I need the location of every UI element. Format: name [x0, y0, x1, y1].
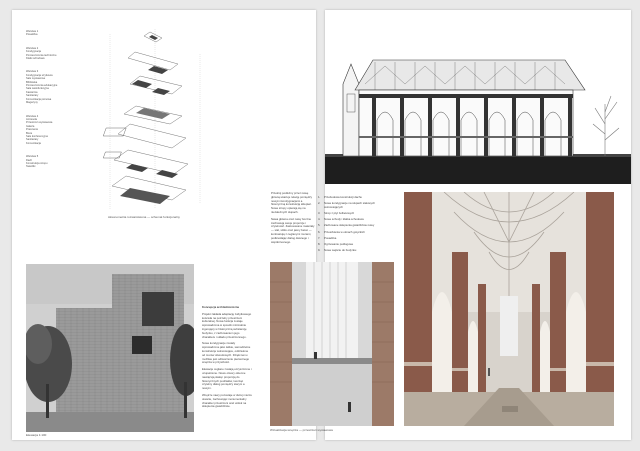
layer-label: Sanitariaty: [26, 94, 39, 98]
layer-group-4: Warstwa 4 Antresola Przestrzeń wystawowa…: [26, 115, 74, 146]
description-paragraph: Nowe kondygnacje zostały wprowadzone jak…: [202, 341, 251, 365]
list-item: 4.Nowe schody i klatka schodowa: [318, 217, 364, 222]
elevation-photo: [26, 264, 194, 432]
tower-interior-visualization: [270, 262, 394, 426]
layer-label: Pomieszczenia edukacyjne: [26, 84, 58, 88]
layer-label: Konstrukcja stropu: [26, 161, 48, 165]
axonometry-caption: Aksonometria rozwarstwiona — schemat fun…: [108, 215, 180, 219]
description-paragraph: Projekt zakłada adaptację zabytkowego ko…: [202, 311, 252, 339]
list-item: 9.Nowe wejście do budynku: [318, 248, 357, 253]
layer-label: Sala wielofunkcyjna: [26, 87, 49, 91]
description-paragraph: Wnętrze nawy pozostaje w dużej mierze ot…: [202, 392, 252, 409]
layer-label: Antresola: [26, 117, 37, 121]
layer-label: Biura: [26, 131, 33, 135]
layer-label: Sanitariaty: [26, 138, 39, 142]
layer-label: Komunikacja: [26, 141, 41, 145]
layer-label: Dach: [26, 158, 33, 162]
layer-label: Klatki schodowe: [26, 57, 45, 61]
layer-group-5: Warstwa 5 Dach Konstrukcja stropu Świetl…: [26, 155, 74, 169]
list-item: 5.Zachowane sklepienia gwiaździste nawy: [318, 223, 375, 228]
layer-label: Warstwa 5: [26, 155, 39, 159]
layer-group-3: Warstwa 3 Kondygnacja użytkowa Sale wyst…: [26, 70, 74, 104]
longitudinal-section-drawing: [325, 59, 631, 184]
layer-label: Posadzka: [26, 33, 38, 37]
layer-group-1: Warstwa 1 Posadzka: [26, 30, 74, 37]
visualization-caption: Wizualizacja wnętrza — przestrzeń wystaw…: [270, 428, 333, 432]
nave-interior-visualization: [404, 192, 614, 426]
layer-label: Pracownie: [26, 128, 39, 132]
layer-label: Kondygnacja użytkowa: [26, 73, 53, 77]
section-paragraph: Nawa główna oraz nawy boczne zachowują s…: [271, 216, 315, 244]
layer-label: Sale konferencyjne: [26, 134, 49, 138]
layer-label: Magazyny: [26, 101, 38, 105]
exploded-axonometry-drawing: [102, 29, 201, 209]
layer-label: Warstwa 1: [26, 30, 39, 33]
list-item: 1.Przebudowa konstrukcji dachu: [318, 195, 362, 199]
layer-label: Pomieszczenia techniczne: [26, 53, 57, 57]
list-item: 7.Posadzka: [318, 235, 337, 240]
layer-labels: Warstwa 1 Posadzka Warstwa 2 Kondygnacja…: [26, 30, 74, 179]
description-title: Koncepcja architektoniczna: [202, 305, 239, 309]
layer-label: Warstwa 2: [26, 46, 39, 50]
layer-label: Komunikacja pionowa: [26, 97, 52, 101]
legend-numbered-list: 1.Przebudowa konstrukcji dachu 2.Nowe ko…: [318, 195, 392, 255]
layer-label: Sale wystawowe: [26, 77, 46, 81]
list-item: 8.Ogrzewanie podłogowe: [318, 241, 354, 246]
layer-label: Przestrzeń wystawowa: [26, 121, 53, 125]
list-item: 6.Przeszklenia w oknach gotyckich: [318, 229, 365, 234]
elevation-caption: Elewacja 1:100: [26, 433, 47, 437]
layer-label: Kawiarnia: [26, 90, 38, 94]
list-item: 3.Strop z płyt żelbetowych: [318, 210, 355, 215]
left-sheet: Warstwa 1 Posadzka Warstwa 2 Kondygnacja…: [12, 10, 316, 440]
description-paragraph: Elewacje ceglane zostają oczyszczone i u…: [202, 367, 252, 391]
layer-label: Warstwa 4: [26, 114, 39, 118]
layer-label: Kondygnacja: [26, 50, 41, 54]
layer-group-2: Warstwa 2 Kondygnacja Pomieszczenia tech…: [26, 47, 74, 61]
layer-label: Warstwa 3: [26, 70, 39, 74]
section-description-column: Przekrój podłużny przez nawę główną ukaz…: [271, 191, 317, 247]
description-column: Koncepcja architektoniczna Projekt zakła…: [202, 305, 252, 412]
layer-label: Świetliki: [26, 165, 36, 169]
layer-label: Galeria: [26, 124, 35, 128]
layer-label: Biblioteka: [26, 80, 38, 84]
section-paragraph: Przekrój podłużny przez nawę główną ukaz…: [271, 191, 313, 214]
list-item: 2.Nowe kondygnacje na słupach stalowych …: [318, 201, 375, 209]
